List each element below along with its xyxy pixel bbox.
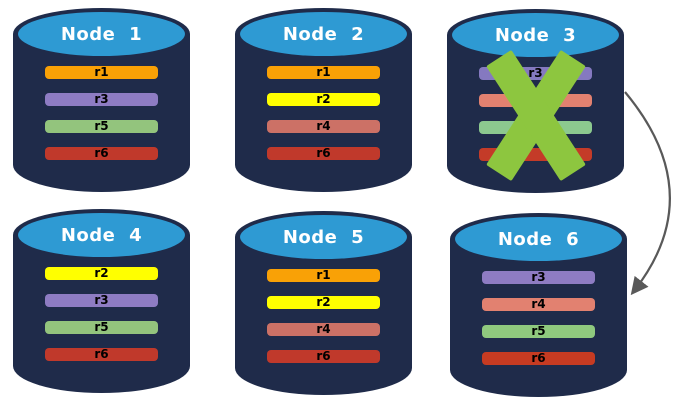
cylinder-body [235, 34, 412, 192]
node-cylinder-1: Node 1 r1 r3 r5 r6 [13, 8, 190, 192]
replica-bars: r2 r3 r5 r6 [45, 267, 158, 375]
replica-bar: r4 [267, 323, 380, 336]
replica-bars: r1 r2 r4 r6 [267, 66, 380, 174]
replica-bar: r1 [267, 66, 380, 79]
replica-bar: r6 [482, 352, 595, 365]
replica-bar [479, 94, 592, 107]
replica-bar: r5 [482, 325, 595, 338]
cylinder-top-face: Node 3 [452, 13, 619, 57]
replica-bar: r6 [267, 147, 380, 160]
arrow-curve [624, 91, 671, 296]
node-cylinder-6: Node 6 r3 r4 r5 r6 [450, 213, 627, 397]
replica-bar: r1 [45, 66, 158, 79]
cylinder-body [450, 239, 627, 397]
node-cylinder-3: Node 3 r3 [447, 9, 624, 193]
replica-bar: r5 [45, 321, 158, 334]
cylinder-body [13, 34, 190, 192]
replica-bar: r4 [482, 298, 595, 311]
replica-bar: r2 [45, 267, 158, 280]
node-cylinder-4: Node 4 r2 r3 r5 r6 [13, 209, 190, 393]
replica-bar: r3 [482, 271, 595, 284]
cylinder-top-face: Node 1 [18, 12, 185, 56]
node-title: Node 3 [494, 24, 577, 46]
replica-bars: r1 r3 r5 r6 [45, 66, 158, 174]
replica-bar: r3 [45, 294, 158, 307]
replica-bar: r3 [45, 93, 158, 106]
cylinder-top-face: Node 5 [240, 215, 407, 259]
replica-bar: r6 [45, 147, 158, 160]
node-title: Node 1 [60, 23, 143, 45]
node-title: Node 2 [282, 23, 365, 45]
cylinder-body [13, 235, 190, 393]
cylinder-body [235, 237, 412, 395]
replica-bar: r1 [267, 269, 380, 282]
replica-bars: r1 r2 r4 r6 [267, 269, 380, 377]
cylinder-top-face: Node 4 [18, 213, 185, 257]
cylinder-top-face: Node 6 [455, 217, 622, 261]
node-title: Node 5 [282, 226, 365, 248]
replica-bars: r3 r4 r5 r6 [482, 271, 595, 379]
replica-bar [479, 121, 592, 134]
replica-bar: r2 [267, 296, 380, 309]
replica-bar: r5 [45, 120, 158, 133]
replica-bars: r3 [479, 67, 592, 175]
node-title: Node 6 [497, 228, 580, 250]
replica-bar: r6 [45, 348, 158, 361]
replica-bar: r6 [267, 350, 380, 363]
node-cylinder-5: Node 5 r1 r2 r4 r6 [235, 211, 412, 395]
cylinder-top-face: Node 2 [240, 12, 407, 56]
replica-bar [479, 148, 592, 161]
node-title: Node 4 [60, 224, 143, 246]
replica-bar: r2 [267, 93, 380, 106]
replica-bar: r4 [267, 120, 380, 133]
replica-bar: r3 [479, 67, 592, 80]
node-cylinder-2: Node 2 r1 r2 r4 r6 [235, 8, 412, 192]
